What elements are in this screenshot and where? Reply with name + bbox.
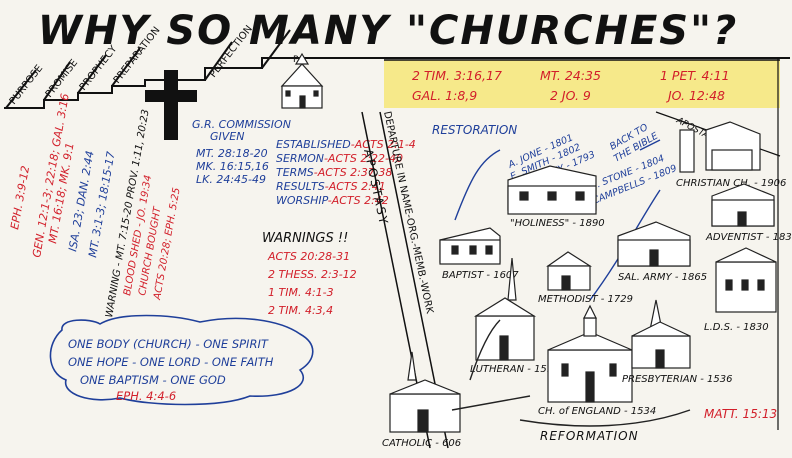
established-list: ESTABLISHED-ACTS 2:1-4 SERMON-ACTS 2:22-… xyxy=(276,138,416,207)
baptist-church-icon xyxy=(439,227,501,265)
matt-ref: MATT. 15:13 xyxy=(704,407,777,421)
ch-of-england-icon xyxy=(547,304,633,403)
yellow-ref-1: 2 TIM. 3:16,17 xyxy=(412,68,502,83)
warnings-title: WARNINGS !! xyxy=(262,231,348,246)
terms-ref: -ACTS 2:37,38 xyxy=(314,166,393,179)
svg-text:RESULTS-ACTS 2:41: RESULTS-ACTS 2:41 xyxy=(276,180,386,193)
warning-ref-4: 2 TIM. 4:3,4 xyxy=(268,304,333,317)
lds-church-icon xyxy=(715,247,777,313)
adventist-church-icon xyxy=(711,183,775,227)
salarmy-church-icon xyxy=(617,221,691,267)
unity-cloud xyxy=(49,314,314,406)
commission-title: G.R. COMMISSION xyxy=(192,118,291,131)
commission-ref-3: LK. 24:45-49 xyxy=(196,173,266,186)
ch-of-england-label: CH. of ENGLAND - 1534 xyxy=(538,406,656,417)
unity-line-2: ONE HOPE - ONE LORD - ONE FAITH xyxy=(68,355,274,369)
warning-ref-2: 2 THESS. 2:3-12 xyxy=(268,268,357,281)
yellow-ref-4: GAL. 1:8,9 xyxy=(412,88,477,103)
church-p-icon xyxy=(280,52,324,109)
results-ref: -ACTS 2:41 xyxy=(325,180,386,193)
svg-text:ESTABLISHED-ACTS 2:1-4: ESTABLISHED-ACTS 2:1-4 xyxy=(276,138,416,151)
catholic-church-icon xyxy=(389,351,461,433)
catholic-label: CATHOLIC - 606 xyxy=(382,438,461,449)
reformation-label: REFORMATION xyxy=(540,429,639,443)
svg-text:SERMON-ACTS 2:22-40: SERMON-ACTS 2:22-40 xyxy=(276,152,403,165)
presbyterian-church-icon xyxy=(631,299,691,369)
lutheran-label: LUTHERAN - 1517 xyxy=(470,364,560,375)
svg-text:WORSHIP-ACTS 2:42: WORSHIP-ACTS 2:42 xyxy=(276,194,389,207)
yellow-banner xyxy=(384,60,780,108)
commission-given: GIVEN xyxy=(210,130,244,143)
yellow-ref-6: JO. 12:48 xyxy=(665,88,725,103)
commission-ref-2: MK. 16:15,16 xyxy=(196,160,269,173)
holiness-label: "HOLINESS" - 1890 xyxy=(510,218,605,229)
baptist-label: BAPTIST - 1607 xyxy=(442,270,519,281)
christian-church-icon xyxy=(679,121,761,173)
unity-line-1: ONE BODY (CHURCH) - ONE SPIRIT xyxy=(68,337,269,351)
cross-icon xyxy=(145,70,197,140)
results-label: RESULTS xyxy=(276,180,325,193)
restoration-label: RESTORATION xyxy=(432,123,517,137)
svg-text:TERMS-ACTS 2:37,38: TERMS-ACTS 2:37,38 xyxy=(276,166,392,179)
methodist-label: METHODIST - 1729 xyxy=(538,294,633,305)
unity-ref: EPH. 4:4-6 xyxy=(116,389,176,403)
page-title: WHY SO MANY "CHURCHES"? xyxy=(38,8,738,54)
salarmy-label: SAL. ARMY - 1865 xyxy=(618,272,707,283)
methodist-church-icon xyxy=(546,251,593,291)
lds-label: L.D.S. - 1830 xyxy=(704,322,769,333)
lutheran-church-icon xyxy=(473,257,537,361)
christian-church-label: CHRISTIAN CH. - 1906 xyxy=(676,178,786,189)
reformation-arrows xyxy=(451,319,691,427)
established-ref: -ACTS 2:1-4 xyxy=(351,138,416,151)
unity-line-3: ONE BAPTISM - ONE GOD xyxy=(80,373,226,387)
holiness-church-icon xyxy=(507,165,597,215)
yellow-ref-2: MT. 24:35 xyxy=(540,68,601,83)
sermon-label: SERMON xyxy=(276,152,324,165)
church-p-label: P xyxy=(293,55,299,65)
worship-ref: -ACTS 2:42 xyxy=(328,194,389,207)
staircase xyxy=(4,29,790,109)
warning-ref-3: 1 TIM. 4:1-3 xyxy=(268,286,334,299)
adventist-label: ADVENTIST - 1831 xyxy=(705,232,792,243)
presbyterian-label: PRESBYTERIAN - 1536 xyxy=(622,374,733,385)
established-label: ESTABLISHED xyxy=(276,138,351,151)
yellow-ref-3: 1 PET. 4:11 xyxy=(660,68,730,83)
yellow-ref-5: 2 JO. 9 xyxy=(550,88,591,103)
sermon-ref: -ACTS 2:22-40 xyxy=(324,152,403,165)
worship-label: WORSHIP xyxy=(276,194,329,207)
terms-label: TERMS xyxy=(276,166,314,179)
commission-ref-1: MT. 28:18-20 xyxy=(196,147,268,160)
warning-ref-1: ACTS 20:28-31 xyxy=(267,250,350,263)
